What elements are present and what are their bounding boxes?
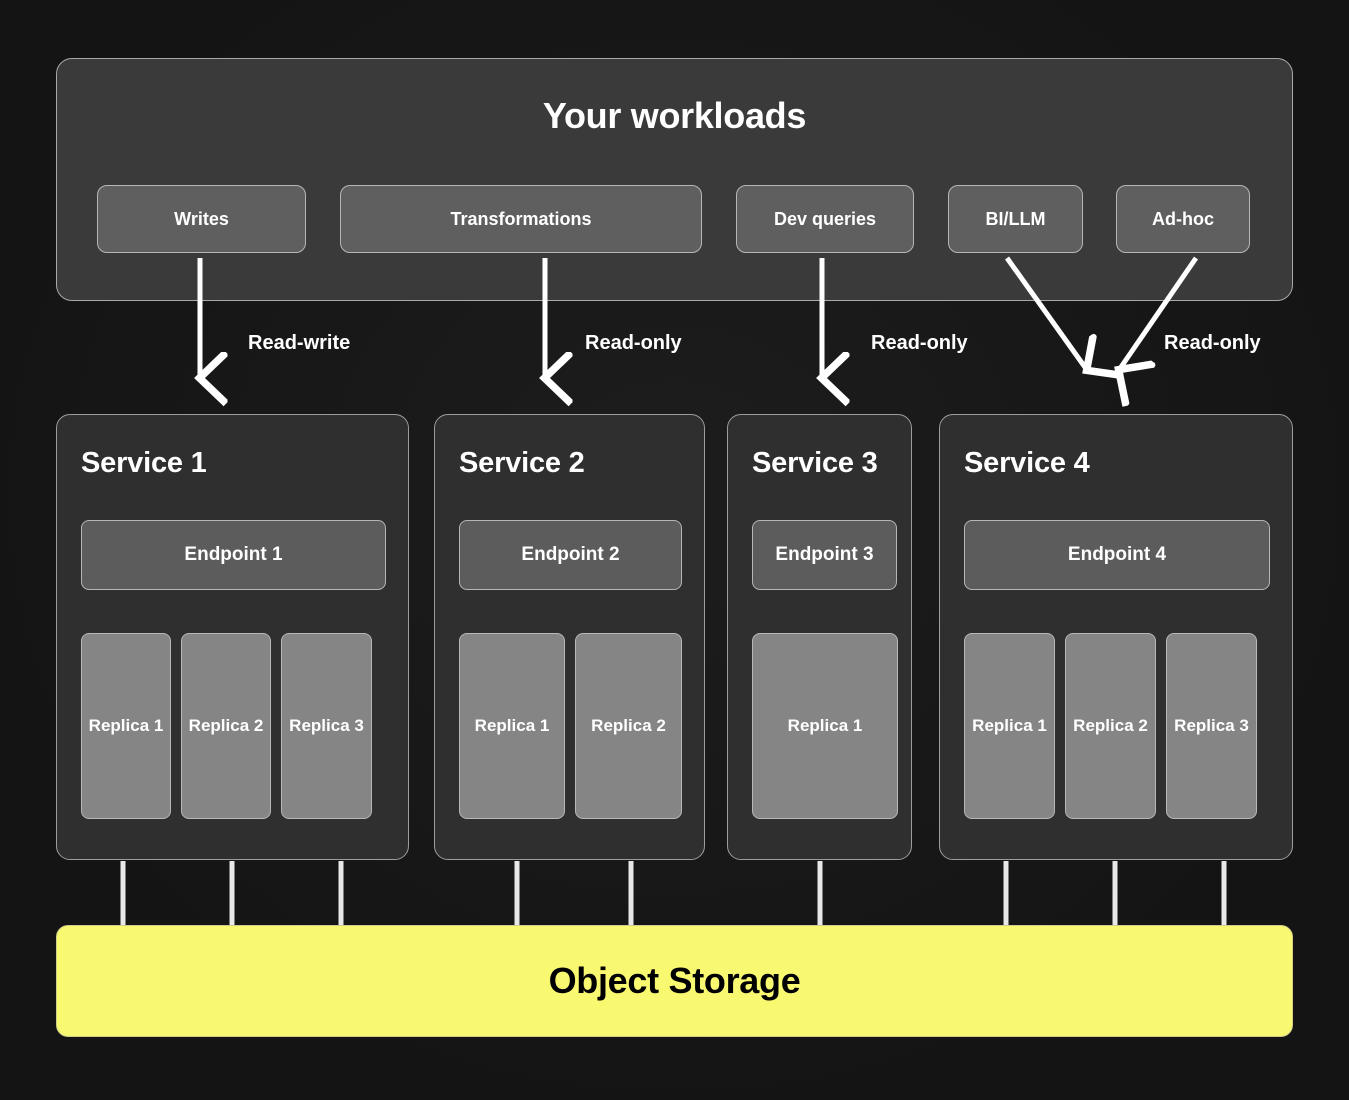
replica-box[interactable]: Replica 2 bbox=[1065, 633, 1156, 819]
replica-label: Replica 3 bbox=[289, 716, 364, 735]
service-card-4[interactable]: Service 4 Endpoint 4 Replica 1 Replica 2… bbox=[939, 414, 1293, 860]
service-card-1[interactable]: Service 1 Endpoint 1 Replica 1 Replica 2… bbox=[56, 414, 409, 860]
replica-box[interactable]: Replica 2 bbox=[575, 633, 682, 819]
replica-label: Replica 3 bbox=[1174, 716, 1249, 735]
replica-box[interactable]: Replica 3 bbox=[281, 633, 372, 819]
replica-row: Replica 1 bbox=[752, 633, 898, 819]
workloads-panel: Your workloads Writes Transformations De… bbox=[56, 58, 1293, 301]
endpoint-box[interactable]: Endpoint 3 bbox=[752, 520, 897, 590]
replica-row: Replica 1 Replica 2 bbox=[459, 633, 682, 819]
service-title: Service 3 bbox=[752, 447, 878, 479]
endpoint-label: Endpoint 3 bbox=[775, 544, 874, 565]
replica-row: Replica 1 Replica 2 Replica 3 bbox=[964, 633, 1257, 819]
object-storage-label: Object Storage bbox=[548, 960, 801, 1001]
endpoint-box[interactable]: Endpoint 1 bbox=[81, 520, 386, 590]
replica-label: Replica 1 bbox=[787, 716, 863, 735]
service-title: Service 2 bbox=[459, 447, 585, 479]
replica-label: Replica 1 bbox=[88, 716, 164, 735]
connection-label-read-only-4: Read-only bbox=[1164, 332, 1261, 354]
replica-box[interactable]: Replica 3 bbox=[1166, 633, 1257, 819]
connection-label-read-only-2: Read-only bbox=[585, 332, 682, 354]
endpoint-label: Endpoint 1 bbox=[184, 544, 283, 565]
service-card-2[interactable]: Service 2 Endpoint 2 Replica 1 Replica 2 bbox=[434, 414, 705, 860]
replica-box[interactable]: Replica 1 bbox=[81, 633, 171, 819]
workload-chip-bi-llm[interactable]: BI/LLM bbox=[948, 185, 1083, 253]
workloads-title: Your workloads bbox=[542, 95, 807, 136]
workload-chip-label: Dev queries bbox=[773, 208, 877, 229]
service-title: Service 1 bbox=[81, 447, 207, 479]
connection-label-read-only-3: Read-only bbox=[871, 332, 968, 354]
workload-chip-label: Ad-hoc bbox=[1152, 208, 1214, 229]
connection-label-read-write: Read-write bbox=[248, 332, 351, 354]
service-title: Service 4 bbox=[964, 447, 1090, 479]
workload-chip-label: Writes bbox=[174, 208, 229, 229]
replica-row: Replica 1 Replica 2 Replica 3 bbox=[81, 633, 372, 819]
workload-chip-writes[interactable]: Writes bbox=[97, 185, 306, 253]
replica-box[interactable]: Replica 2 bbox=[181, 633, 271, 819]
replica-label: Replica 2 bbox=[591, 716, 666, 735]
workload-chip-label: Transformations bbox=[450, 208, 592, 229]
replica-label: Replica 2 bbox=[1073, 716, 1148, 735]
replica-box[interactable]: Replica 1 bbox=[459, 633, 565, 819]
object-storage-bar[interactable]: Object Storage bbox=[56, 925, 1293, 1037]
workload-chip-dev-queries[interactable]: Dev queries bbox=[736, 185, 914, 253]
endpoint-box[interactable]: Endpoint 4 bbox=[964, 520, 1270, 590]
workload-chip-ad-hoc[interactable]: Ad-hoc bbox=[1116, 185, 1250, 253]
workload-chip-label: BI/LLM bbox=[985, 208, 1046, 229]
service-card-3[interactable]: Service 3 Endpoint 3 Replica 1 bbox=[727, 414, 912, 860]
replica-label: Replica 2 bbox=[188, 716, 264, 735]
replica-box[interactable]: Replica 1 bbox=[752, 633, 898, 819]
workload-chip-transformations[interactable]: Transformations bbox=[340, 185, 702, 253]
replica-box[interactable]: Replica 1 bbox=[964, 633, 1055, 819]
endpoint-label: Endpoint 2 bbox=[521, 544, 620, 565]
endpoint-label: Endpoint 4 bbox=[1067, 544, 1167, 565]
endpoint-box[interactable]: Endpoint 2 bbox=[459, 520, 682, 590]
replica-label: Replica 1 bbox=[972, 716, 1047, 735]
replica-label: Replica 1 bbox=[474, 716, 550, 735]
